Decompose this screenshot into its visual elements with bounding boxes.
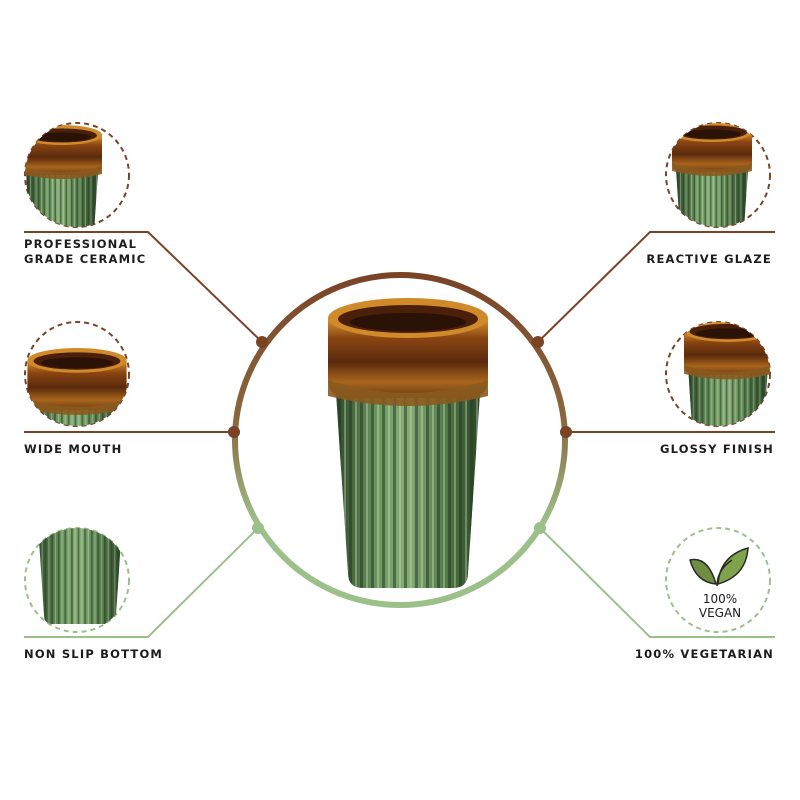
connector-professional (24, 231, 268, 348)
connector-wide-mouth (24, 426, 240, 438)
vegan-badge: 100% VEGAN (665, 527, 771, 633)
thumbnail-professional (24, 122, 130, 228)
label-reactive-glaze: REACTIVE GLAZE (646, 252, 772, 266)
connector-reactive-glaze (532, 231, 775, 348)
leaf-icon (689, 546, 749, 587)
thumbnail-reactive-glaze (665, 122, 771, 228)
thumbnail-non-slip (24, 527, 130, 633)
vegan-badge-line2: VEGAN (699, 606, 741, 620)
label-non-slip-bottom: NON SLIP BOTTOM (24, 647, 164, 661)
central-ring (232, 272, 568, 608)
label-glossy-finish: GLOSSY FINISH (659, 442, 774, 456)
connector-vegetarian (534, 522, 775, 638)
label-wide-mouth: WIDE MOUTH (24, 442, 123, 456)
thumbnail-wide-mouth (24, 321, 130, 427)
label-professional: PROFESSIONAL GRADE CERAMIC (24, 237, 147, 266)
vegan-badge-line1: 100% (703, 592, 737, 606)
connector-non-slip (24, 522, 264, 638)
label-vegetarian: 100% VEGETARIAN (634, 647, 774, 661)
connector-glossy-finish (560, 426, 775, 438)
thumbnail-glossy-finish (665, 321, 771, 427)
product-cup-image (328, 298, 488, 588)
